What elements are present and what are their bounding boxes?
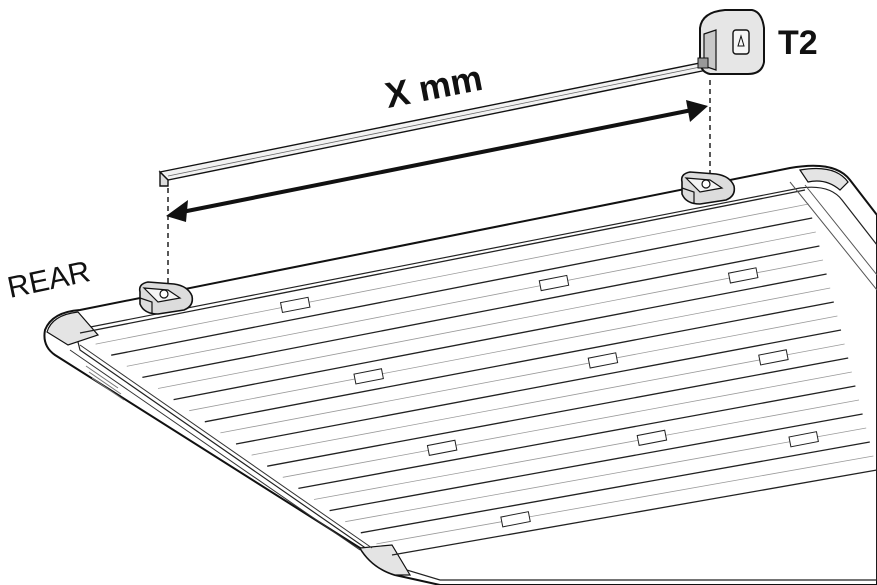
- rack-slat-groove: [345, 427, 867, 523]
- rack-slat-groove: [313, 399, 860, 500]
- rack-crossbar-block: [353, 368, 384, 385]
- rack-slat-groove: [95, 203, 809, 345]
- dashed-guide-lines: [167, 80, 711, 288]
- rack-slat-edge: [391, 469, 877, 556]
- mount-bracket-icon: [680, 171, 736, 205]
- rack-slat-groove: [126, 231, 816, 367]
- rail-vent-marks: [85, 365, 125, 401]
- rack-slat-groove: [157, 259, 824, 389]
- rack-slat-groove: [376, 455, 874, 545]
- rack-side-rail-left: [69, 344, 373, 551]
- rack-crossbar-block: [279, 296, 311, 314]
- measurement-label: X mm: [382, 57, 486, 116]
- rack-crossbar-block: [500, 511, 531, 528]
- rack-crossbar-block: [727, 267, 759, 284]
- rack-end-cap-front-left: [358, 544, 412, 576]
- tape-hook: [159, 170, 169, 187]
- rack-outer-frame: [43, 164, 877, 585]
- rack-inner-frame: [74, 186, 877, 581]
- measurement-arrow: [166, 100, 708, 222]
- rack-slat-edge: [329, 413, 863, 512]
- rack-end-cap-front-right: [798, 167, 849, 191]
- tape-measure-icon: [697, 9, 765, 75]
- rack-side-rail-right: [789, 181, 877, 291]
- rack-end-cap-rear-left: [46, 311, 100, 346]
- tape-measure: [158, 9, 765, 187]
- rack-slat-groove: [251, 343, 845, 456]
- rack-slat-edge: [204, 301, 834, 423]
- rack-slat-edge: [173, 273, 827, 401]
- rack-slat-edge: [235, 329, 842, 445]
- rack-slat-groove: [282, 371, 852, 478]
- rack-slat-edge: [142, 245, 820, 379]
- rack-crossbar-block: [758, 349, 789, 366]
- rack-slat-edge: [267, 357, 849, 467]
- arrowhead-left: [166, 200, 188, 222]
- rack-crossbar-block: [587, 352, 619, 369]
- rack-slat-edge: [79, 189, 806, 334]
- rack-slat-edge: [360, 441, 870, 534]
- mount-bracket-rear: [138, 281, 194, 315]
- mount-bracket-icon: [138, 281, 194, 315]
- rack-slat-groove: [189, 287, 831, 412]
- rack-slats: [79, 189, 877, 556]
- arrowhead-right: [686, 100, 708, 122]
- rack-slat-edge: [298, 385, 856, 490]
- tool-code-label: T2: [778, 24, 818, 62]
- rack-slat-groove: [220, 315, 838, 434]
- roof-rack-platform: [43, 164, 877, 585]
- rack-crossbar-block: [636, 429, 668, 446]
- rack-crossbar-block: [788, 431, 819, 448]
- rack-slat-edge: [111, 217, 813, 356]
- rear-side-label: REAR: [5, 255, 93, 305]
- rack-crossbar-block: [538, 274, 570, 292]
- rack-crossbar-block: [426, 439, 458, 456]
- mount-bracket-front: [680, 171, 736, 205]
